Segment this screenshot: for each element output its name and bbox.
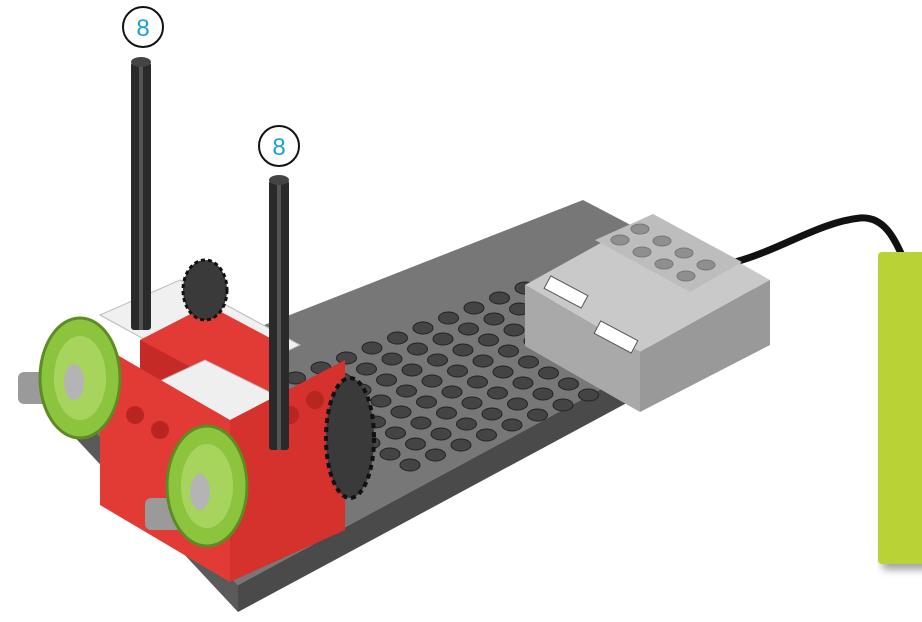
axle-left: [131, 57, 151, 330]
callout-label: 8: [272, 134, 285, 161]
stud: [501, 418, 523, 432]
stud: [407, 342, 428, 356]
stud: [447, 364, 468, 378]
stud: [387, 331, 408, 345]
smart-hub: [525, 214, 770, 412]
stud: [361, 341, 383, 355]
stud: [390, 405, 412, 419]
side-panel: [878, 252, 922, 564]
stud: [356, 362, 377, 376]
stud: [401, 363, 423, 377]
stud: [487, 386, 508, 400]
stud: [399, 458, 421, 472]
stud: [472, 354, 494, 368]
stud: [379, 447, 401, 461]
stud: [438, 311, 459, 325]
stud: [410, 416, 432, 430]
stud: [463, 301, 485, 315]
stud: [512, 376, 534, 390]
usb-cable: [731, 214, 909, 266]
stud: [425, 448, 446, 462]
stud: [527, 408, 548, 422]
callout-label: 8: [136, 15, 149, 42]
gear-back: [181, 258, 229, 322]
stud: [452, 343, 474, 357]
stud: [421, 374, 443, 388]
stud: [427, 353, 448, 367]
stud: [436, 406, 457, 420]
stud: [376, 373, 397, 387]
stud: [461, 396, 483, 410]
gear-front: [324, 376, 376, 500]
stud: [441, 385, 463, 399]
stud: [336, 351, 357, 365]
stud: [416, 395, 437, 409]
stud: [489, 291, 510, 305]
stud: [538, 366, 559, 380]
stud: [498, 344, 519, 358]
stud: [578, 388, 599, 402]
stud: [405, 437, 426, 451]
stud: [492, 365, 514, 379]
stud: [396, 384, 417, 398]
stud: [532, 387, 554, 401]
stud: [558, 377, 579, 391]
stud: [467, 375, 488, 389]
stud: [458, 322, 479, 336]
stud: [381, 352, 403, 366]
stud: [412, 321, 434, 335]
stud: [481, 407, 503, 421]
wheel-left: [18, 316, 122, 440]
stud: [503, 323, 525, 337]
stud: [552, 398, 574, 412]
stud: [476, 428, 497, 442]
stud: [478, 333, 499, 347]
wheel-right: [145, 424, 249, 548]
red-brick-assembly: [98, 279, 352, 582]
stud: [507, 397, 528, 411]
axle-right: [269, 175, 289, 450]
stud: [483, 312, 505, 326]
stud: [456, 417, 477, 431]
stud: [385, 426, 406, 440]
stud: [370, 394, 392, 408]
stud: [432, 332, 454, 346]
stud: [518, 355, 539, 369]
stud: [430, 427, 452, 441]
callout-axle-right: 8: [258, 125, 300, 167]
stud: [450, 438, 472, 452]
callout-axle-left: 8: [122, 6, 164, 48]
